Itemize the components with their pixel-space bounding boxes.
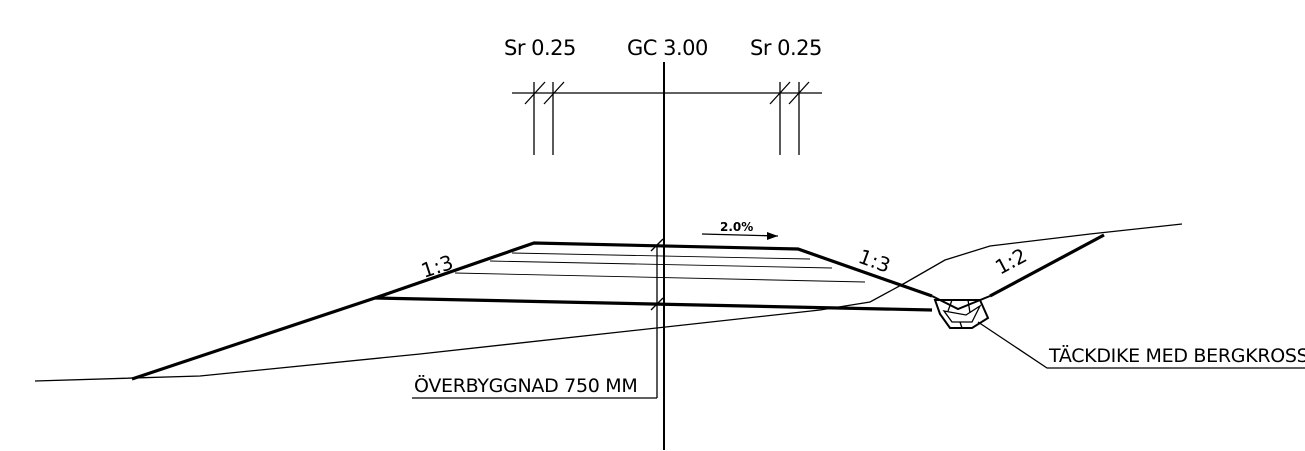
- pavement-thickness-label: ÖVERBYGGNAD 750 MM: [414, 374, 637, 397]
- ditch-callout-label: TÄCKDIKE MED BERGKROSS: [1048, 344, 1305, 367]
- left-shoulder-width-label: Sr 0.25: [504, 36, 576, 60]
- right-shoulder-extension-lines: [769, 81, 810, 155]
- ditch-callout-leader: [977, 321, 1305, 369]
- right-shoulder-width-label: Sr 0.25: [750, 36, 822, 60]
- backslope-line: [989, 233, 1105, 298]
- cross-slope-label: 2.0%: [720, 220, 753, 234]
- covered-ditch: [931, 295, 991, 329]
- cross-slope-arrow: [701, 232, 779, 240]
- subgrade-line: [374, 296, 933, 312]
- left-fill-slope-label: 1:3: [418, 250, 456, 283]
- pavement-layers: [454, 252, 866, 283]
- pavement-thickness-dimension: [412, 238, 664, 399]
- embankment-outline: [131, 241, 933, 381]
- backslope-label: 1:2: [991, 243, 1031, 279]
- center-path-width-label: GC 3.00: [627, 36, 708, 60]
- left-shoulder-extension-lines: [524, 81, 565, 155]
- existing-ground-line: [34, 223, 1183, 382]
